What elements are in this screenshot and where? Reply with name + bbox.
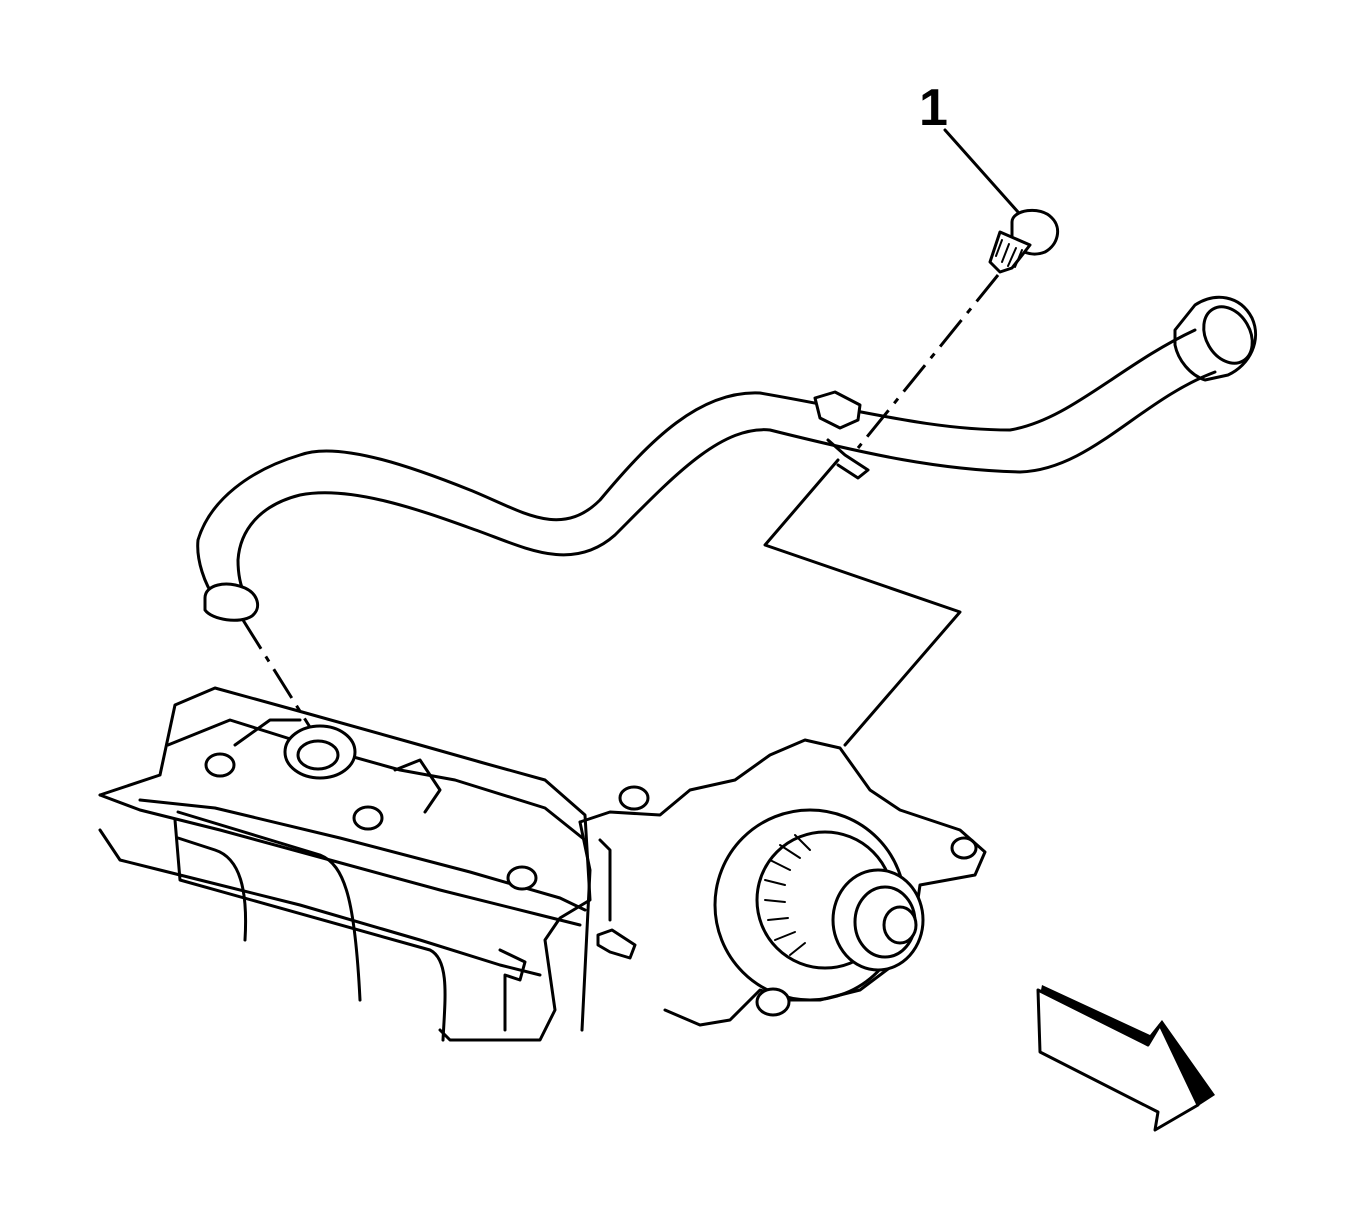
bolt-guide-line bbox=[856, 274, 1000, 449]
generator-fan-vanes bbox=[764, 834, 811, 956]
generator-pulley bbox=[831, 868, 925, 972]
valve-cover bbox=[98, 686, 978, 1042]
callout-1-leader bbox=[943, 128, 1020, 214]
bolt-shank bbox=[988, 230, 1032, 274]
valve-cover-outline bbox=[98, 686, 592, 1042]
generator bbox=[578, 738, 987, 1032]
generator-mount-bolt bbox=[755, 987, 791, 1017]
generator-stud bbox=[596, 928, 637, 960]
grommet-guide-line bbox=[241, 619, 320, 741]
tube-end-sleeve bbox=[1173, 295, 1258, 382]
bolt bbox=[988, 208, 1060, 274]
front-of-vehicle-arrow-icon bbox=[1036, 985, 1215, 1132]
tube-lower-edge bbox=[236, 370, 1217, 597]
pcv-port-opening bbox=[296, 739, 340, 771]
lower-line bbox=[176, 836, 248, 942]
gasket-line bbox=[138, 798, 587, 912]
tube-end-opening bbox=[1202, 305, 1254, 365]
cover-bolt bbox=[204, 752, 236, 778]
cover-bolt bbox=[950, 836, 978, 860]
cover-bolt bbox=[352, 805, 384, 831]
lower-line bbox=[176, 810, 362, 1002]
callout-1-label: 1 bbox=[919, 79, 948, 137]
arrow-body bbox=[1036, 988, 1200, 1132]
cover-bolt bbox=[618, 785, 650, 811]
valve-cover-rib bbox=[233, 718, 442, 814]
lower-line bbox=[173, 818, 447, 1042]
bolt-threads bbox=[995, 239, 1023, 268]
bracket-locator-line bbox=[763, 458, 962, 747]
lower-bracket bbox=[498, 948, 527, 1032]
valve-cover-base bbox=[98, 828, 542, 977]
breather-tube bbox=[196, 295, 1258, 622]
valve-cover-top-plane bbox=[166, 718, 587, 842]
clip-tab bbox=[826, 438, 870, 480]
valve-cover-lower-rail bbox=[98, 793, 582, 927]
tube-retainer-clip bbox=[813, 390, 862, 430]
pulley-nut bbox=[882, 905, 918, 945]
generator-side-plate bbox=[578, 820, 612, 1032]
cover-bolt bbox=[506, 865, 538, 891]
generator-bracket bbox=[578, 738, 987, 1027]
tube-upper-edge bbox=[196, 328, 1197, 600]
tube-grommet bbox=[203, 582, 260, 622]
cover-bolts bbox=[204, 752, 978, 891]
